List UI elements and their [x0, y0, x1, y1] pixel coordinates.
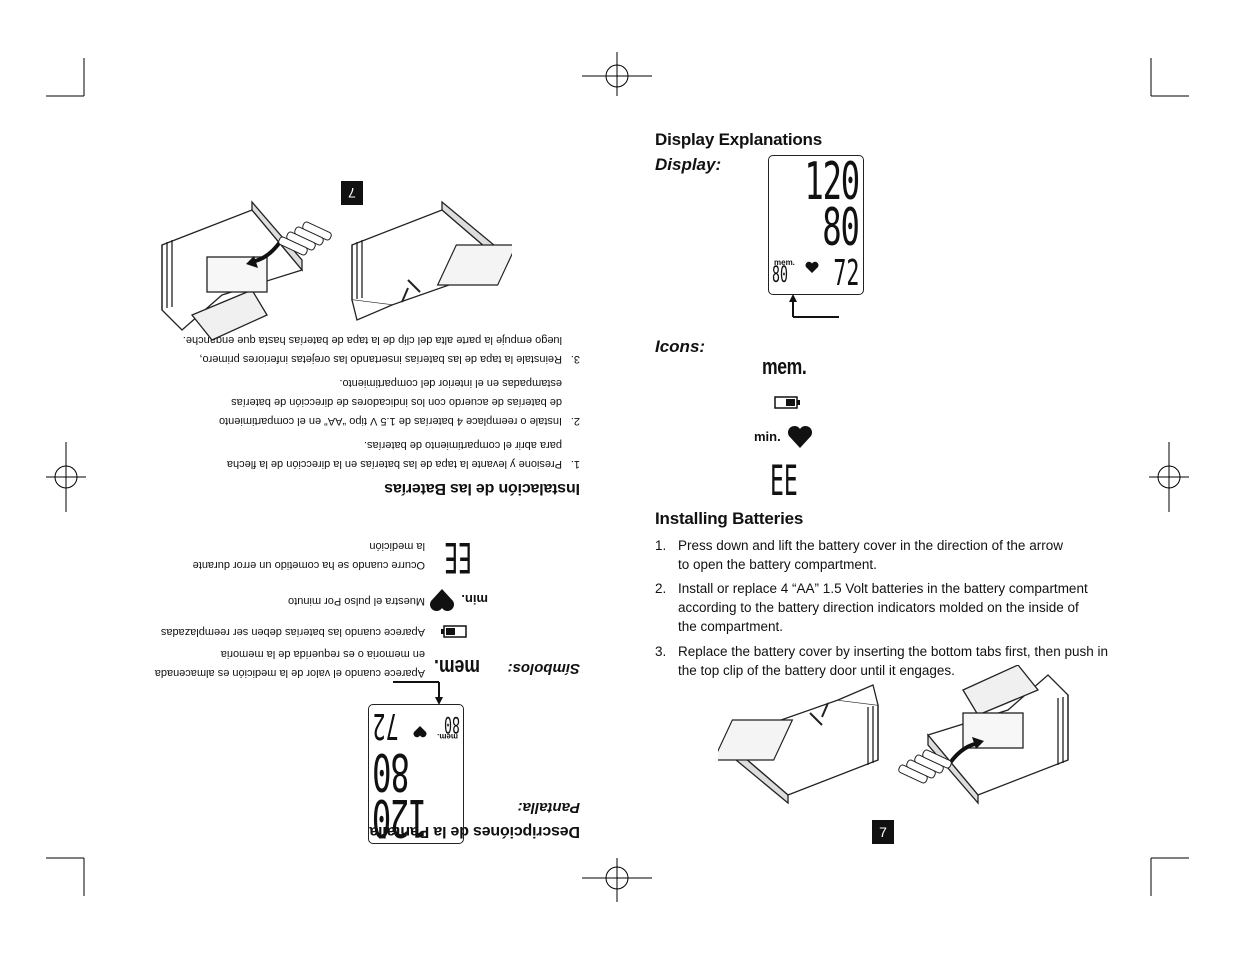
step-line: the compartment.	[678, 619, 784, 634]
page-number: 7	[341, 181, 363, 205]
symbol-desc: Ocurre cuando se ha cometido un error du…	[193, 536, 425, 574]
step-3: 3. Replace the battery cover by insertin…	[655, 642, 1115, 680]
lcd-mem-number: 80	[444, 711, 460, 736]
pointer-arrow	[393, 681, 443, 705]
desc-line: en memoria o es requerida de la memoria	[220, 648, 425, 660]
display-label: Display:	[655, 155, 722, 174]
spanish-step-3: 3. Reinstale la tapa de las baterías ins…	[183, 334, 580, 368]
lcd-diastolic: 80	[373, 741, 410, 801]
step-line: the top clip of the battery door until i…	[678, 663, 955, 678]
heart-icon	[413, 726, 427, 738]
error-icon: EE	[770, 456, 798, 505]
desc-line: la medición	[369, 540, 425, 552]
heart-icon	[787, 425, 813, 448]
battery-installation-illustration	[161, 200, 512, 340]
lcd-mem-label: mem.	[774, 258, 795, 267]
heart-icon	[805, 261, 819, 273]
spanish-symbols-label: Símbolos:	[507, 660, 580, 677]
error-icon: EE	[444, 533, 472, 582]
step-line: to open the battery compartment.	[678, 557, 877, 572]
step-line: de baterías de acuerdo con los indicador…	[231, 396, 562, 408]
spanish-page: Descripciónes de la Pantalla Pantalla: 1…	[40, 90, 600, 847]
step-line: Presione y levante la tapa de las baterí…	[226, 458, 562, 470]
page-number: 7	[872, 820, 894, 844]
lcd-mem-number: 80	[772, 263, 788, 288]
symbol-desc: Aparece cuando el valor de la medición e…	[155, 644, 425, 682]
step-line: Press down and lift the battery cover in…	[678, 538, 1063, 553]
step-2: 2. Install or replace 4 “AA” 1.5 Volt ba…	[655, 579, 1115, 636]
lcd-systolic: 120	[804, 152, 860, 212]
step-line: Reinstale la tapa de las baterías insert…	[199, 353, 562, 365]
step-1: 1. Press down and lift the battery cover…	[655, 536, 1115, 574]
desc-line: Ocurre cuando se ha cometido un error du…	[192, 559, 425, 571]
battery-icon	[441, 625, 467, 638]
min-icon-label: min.	[461, 592, 488, 607]
icons-label: Icons:	[655, 337, 706, 356]
display-explanations-title: Display Explanations	[655, 130, 822, 149]
step-number: 2.	[655, 581, 667, 596]
desc-line: Aparece cuando el valor de la medición e…	[154, 667, 425, 679]
step-number: 3.	[655, 644, 667, 659]
spanish-step-1: 1. Presione y levante la tapa de las bat…	[227, 439, 580, 473]
step-line: Replace the battery cover by inserting t…	[678, 644, 1108, 659]
lcd-pulse: 72	[832, 253, 859, 294]
symbol-desc: Muestra el pulso Por minuto	[288, 595, 425, 607]
spanish-installing-title: Instalación de las Baterías	[384, 480, 580, 497]
spanish-step-2: 2. Instale o reemplace 4 baterías de 1.5…	[219, 377, 580, 430]
min-icon-label: min.	[754, 429, 781, 444]
lcd-display: 120 80 mem. 80 72	[368, 704, 464, 847]
step-line: Instale o reemplace 4 baterías de 1.5 V …	[218, 415, 562, 427]
step-number: 1.	[655, 538, 667, 553]
mem-icon-label: mem.	[762, 354, 807, 379]
step-line: according to the battery direction indic…	[678, 600, 1079, 615]
heart-icon	[429, 589, 455, 612]
step-line: para abrir el compartimiento de baterías…	[363, 439, 562, 451]
mem-icon-label: mem.	[434, 655, 480, 680]
lcd-display: 120 80 mem. 80 72	[768, 152, 864, 295]
lcd-diastolic: 80	[822, 198, 861, 258]
spanish-display-label: Pantalla:	[517, 799, 580, 816]
step-number: 1.	[570, 458, 580, 470]
installing-batteries-title: Installing Batteries	[655, 509, 804, 528]
symbol-desc: Aparece cuando las baterías deben ser re…	[160, 626, 425, 638]
battery-icon	[774, 396, 800, 409]
battery-installation-illustration	[718, 665, 1069, 805]
lcd-pulse: 72	[373, 705, 400, 746]
step-number: 2.	[570, 415, 580, 427]
step-line: estampadas en el interior del compartimi…	[339, 377, 562, 389]
step-line: Install or replace 4 “AA” 1.5 Volt batte…	[678, 581, 1088, 596]
pointer-arrow	[789, 294, 839, 318]
step-number: 3.	[570, 353, 580, 365]
